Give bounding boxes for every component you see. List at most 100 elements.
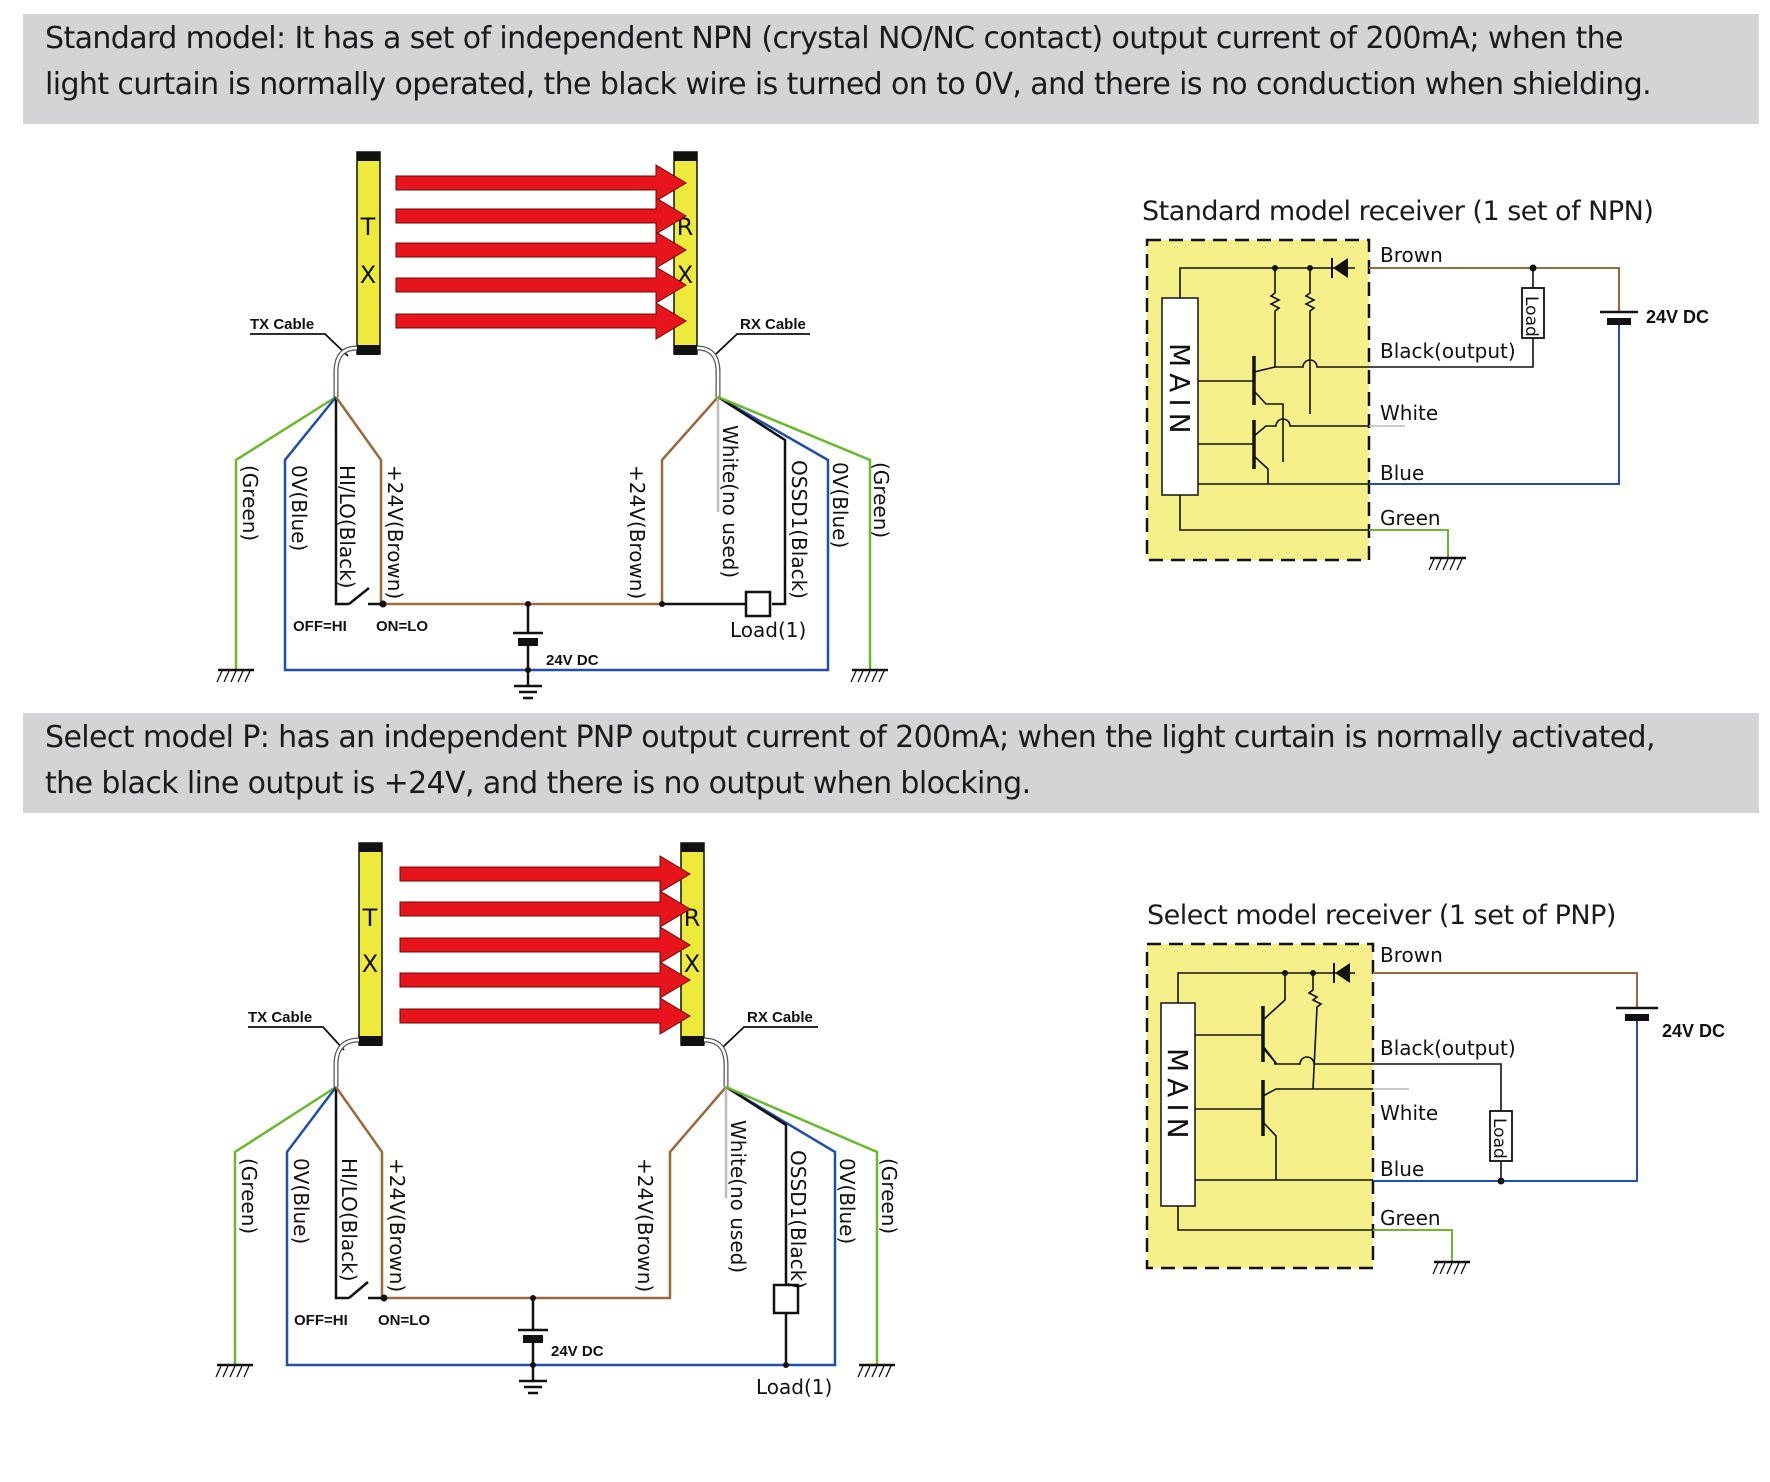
light-beam-arrow (399, 890, 691, 928)
rx-green-wire (725, 1085, 879, 1365)
supply-label: 24V DC (546, 652, 599, 669)
rx-receiver-bar: R X (680, 842, 705, 1046)
resistor-icon (1304, 268, 1316, 414)
wire-label-blue: Blue (1380, 461, 1424, 485)
diode-icon (1333, 258, 1348, 278)
wire-label-green: Green (1380, 1206, 1441, 1230)
hi-lo-switch (348, 587, 370, 605)
resistor-icon (1307, 973, 1323, 1090)
tx-letter-t: T (360, 213, 376, 241)
tx-wire-label: (Green) (237, 1158, 261, 1234)
hi-lo-switch (348, 1281, 369, 1299)
tx-letter-x: X (362, 950, 378, 978)
tx-cable-label: TX Cable (248, 1009, 312, 1026)
tx-wire-label: (Green) (238, 465, 262, 541)
wire-label-white: White (1380, 401, 1438, 425)
rx-wire-label: OSSD1(Black) (786, 1150, 810, 1289)
blue-0v-loop (283, 395, 830, 672)
description-line-2: the black line output is +24V, and there… (45, 766, 1031, 801)
switch-on-label: ON=LO (378, 1312, 430, 1329)
supply-label: 24V DC (1662, 1021, 1725, 1041)
chassis-ground-icon (1431, 1260, 1472, 1276)
switch-on-label: ON=LO (376, 618, 428, 635)
tx-wire-label: 0V(Blue) (287, 465, 311, 551)
earth-ground-icon (517, 1379, 549, 1395)
pnp-receiver-schematic: Select model receiver (1 set of PNP) MAI… (1145, 900, 1725, 1276)
switch-off-label: OFF=HI (294, 1312, 348, 1329)
load-label: Load(1) (730, 618, 806, 642)
main-board (1161, 297, 1199, 496)
rx-wire-label: 0V(Blue) (835, 1158, 859, 1244)
wire-label-black: Black(output) (1380, 339, 1516, 363)
tx-wire-label: 0V(Blue) (289, 1158, 313, 1244)
bottom-light-curtain: T X R X TX Cable RX Cable (248, 842, 818, 1087)
resistor-icon (1269, 268, 1281, 367)
light-beam-arrow (395, 231, 687, 269)
rx-wire-label: White(no used) (726, 1120, 750, 1273)
diode-icon (1335, 963, 1350, 983)
rx-wire-label: (Green) (877, 1158, 901, 1234)
tx-emitter-bar: T X (356, 151, 381, 355)
rx-black-ossd1-wire (725, 1085, 788, 1285)
rx-wire-label: White(no used) (718, 425, 742, 578)
supply-label: 24V DC (1646, 307, 1709, 327)
rx-letter-r: R (677, 213, 694, 241)
pnp-receiver-title: Select model receiver (1 set of PNP) (1147, 900, 1616, 931)
earth-ground-icon (512, 684, 544, 700)
rx-cable-label: RX Cable (747, 1009, 813, 1026)
load-box (744, 590, 772, 618)
tx-letter-t: T (362, 904, 378, 932)
load-label: Load (1489, 1118, 1509, 1159)
main-board (1160, 1002, 1196, 1207)
chassis-ground-icon (849, 668, 890, 684)
wire-label-black: Black(output) (1380, 1036, 1516, 1060)
chassis-ground-icon (1427, 556, 1468, 572)
wire-label-blue: Blue (1380, 1157, 1424, 1181)
tx-green-wire (234, 395, 337, 670)
description-line-1: Standard model: It has a set of independ… (45, 21, 1623, 56)
blue-0v-loop (285, 1085, 837, 1367)
light-beam-arrow (395, 266, 687, 304)
light-beam-arrow (395, 197, 687, 235)
load-label: Load (1521, 296, 1541, 337)
wire-label-brown: Brown (1380, 243, 1443, 267)
main-label: MAIN (1161, 1048, 1194, 1145)
top-light-curtain: T X R X TX Cable RX Cable (250, 151, 810, 397)
npn-receiver-schematic: Standard model receiver (1 set of NPN) M… (1142, 196, 1709, 572)
select-model-p-description: Select model P: has an independent PNP o… (23, 713, 1759, 813)
chassis-ground-icon (856, 1363, 897, 1379)
light-beam-arrow (399, 855, 691, 893)
light-beam-arrow (399, 997, 691, 1035)
load-label: Load(1) (756, 1375, 832, 1399)
supply-label: 24V DC (551, 1343, 604, 1360)
description-line-1: Select model P: has an independent PNP o… (45, 720, 1656, 755)
switch-off-label: OFF=HI (293, 618, 347, 635)
tx-black-wire (334, 397, 349, 606)
rx-letter-r: R (684, 904, 701, 932)
tx-black-wire (334, 1087, 349, 1300)
rx-wire-label: OSSD1(Black) (787, 460, 811, 599)
tx-emitter-bar: T X (358, 842, 383, 1046)
rx-green-wire (717, 395, 872, 670)
tx-cable-label: TX Cable (250, 316, 314, 333)
standard-model-description: Standard model: It has a set of independ… (23, 14, 1759, 124)
load-box (772, 1283, 800, 1315)
light-beam-arrow (395, 164, 687, 202)
tx-green-wire (233, 1085, 337, 1365)
brown-24v-bus (334, 396, 719, 606)
rx-wire-label: 0V(Blue) (828, 462, 852, 548)
light-beam-arrow (399, 926, 691, 964)
light-beam-arrow (395, 302, 687, 340)
rx-cable-label: RX Cable (740, 316, 806, 333)
rx-wire-label: +24V(Brown) (625, 465, 649, 599)
wire-label-brown: Brown (1380, 943, 1443, 967)
wire-label-green: Green (1380, 506, 1441, 530)
rx-wire-label: (Green) (869, 462, 893, 538)
tx-wire-label: +24V(Brown) (385, 1158, 409, 1292)
rx-wire-label: +24V(Brown) (633, 1158, 657, 1292)
tx-wire-label: HI/LO(Black) (337, 1158, 361, 1282)
bottom-wiring-harness: OFF=HI ON=LO 24V DC Load(1) (Green) 0V(B… (214, 1085, 901, 1399)
main-label: MAIN (1163, 343, 1196, 440)
light-beam-arrow (399, 961, 691, 999)
